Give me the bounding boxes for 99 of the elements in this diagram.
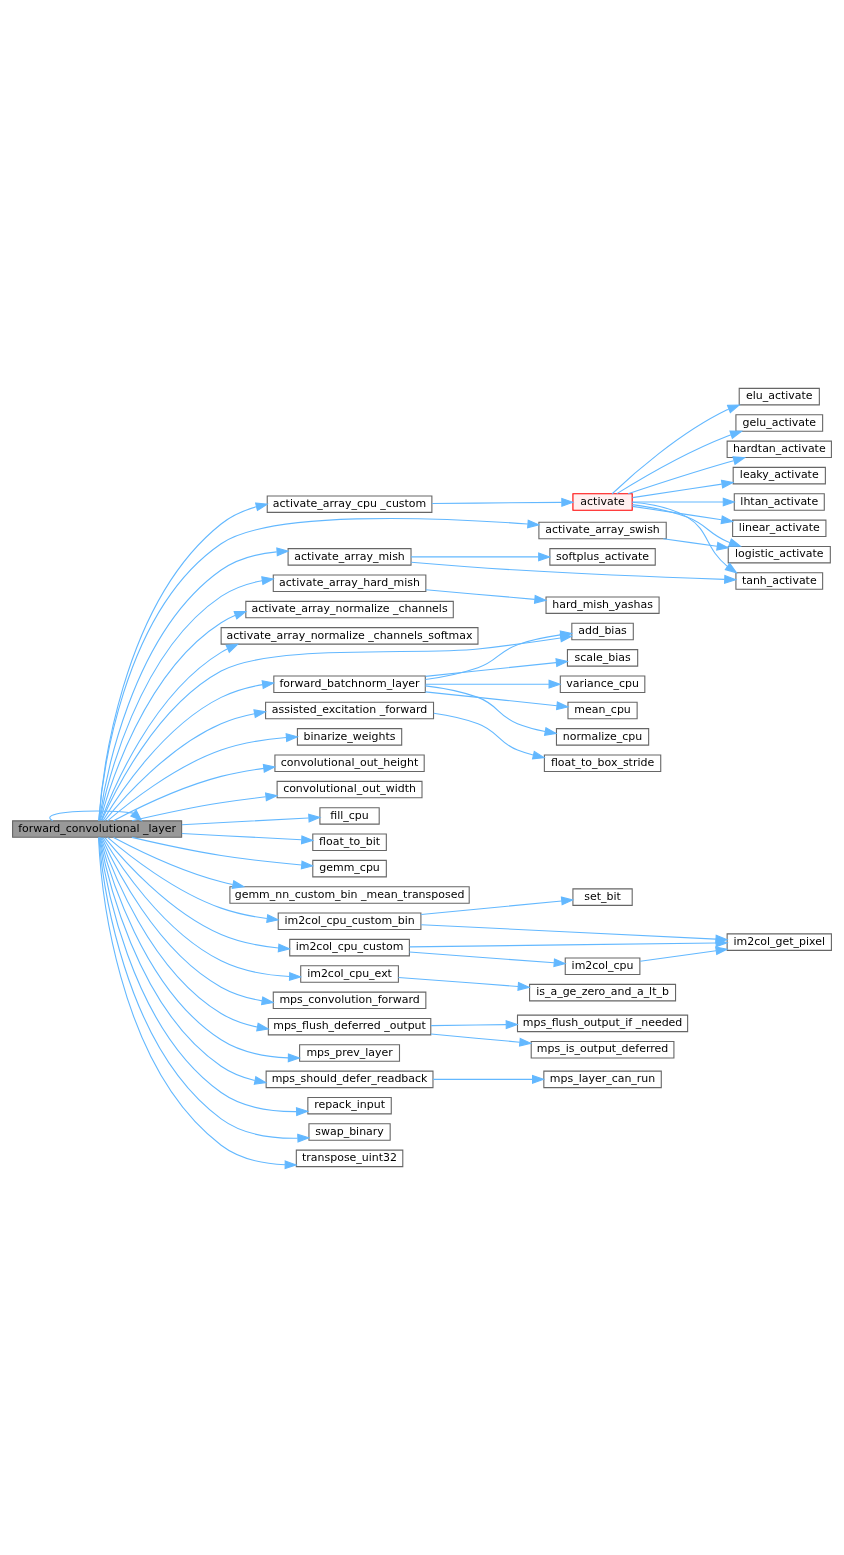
arrow — [662, 538, 730, 551]
node-box: scale_bias — [566, 649, 639, 667]
arrow — [99, 836, 268, 1085]
arrow — [433, 712, 546, 760]
arrow — [631, 504, 742, 547]
node-box: gelu_activate — [735, 414, 824, 432]
arrow — [49, 809, 143, 822]
arrow — [631, 501, 738, 574]
node-box: mps_flush_output_if _needed — [516, 1014, 689, 1033]
arrow — [181, 832, 315, 845]
node-box: forward_batchnorm_layer — [273, 675, 426, 693]
node-box: elu_activate — [738, 387, 820, 406]
node-box: hardtan_activate — [726, 440, 832, 459]
node-box: linear_activate — [732, 519, 827, 538]
arrow — [131, 792, 279, 822]
node-box: activate_array_hard_mish — [272, 574, 427, 592]
node-box: activate_array_mish — [287, 548, 412, 566]
arrow — [113, 836, 246, 889]
arrow — [181, 813, 322, 826]
arrow — [627, 456, 747, 495]
arrow — [98, 547, 290, 822]
node-box: gemm_cpu — [312, 859, 387, 878]
node-box: repack_input — [307, 1096, 392, 1115]
arrow — [99, 836, 302, 1063]
node-box: set_bit — [572, 888, 633, 906]
arrow — [430, 1020, 519, 1030]
node-box: normalize_cpu — [555, 728, 650, 746]
node-box: mps_layer_can_run — [543, 1070, 662, 1089]
node-box: im2col_cpu_custom_bin — [277, 912, 422, 931]
arrow — [397, 977, 531, 991]
arrow — [409, 938, 729, 948]
node-box: swap_binary — [308, 1123, 391, 1141]
arrow — [408, 951, 567, 968]
arrow — [410, 552, 552, 562]
arrow — [616, 430, 744, 495]
node-box: assisted_excitation _forward — [265, 701, 435, 720]
node-box: forward_convolutional _layer — [12, 820, 183, 838]
node-box: mps_prev_layer — [299, 1044, 401, 1062]
arrow — [99, 576, 275, 821]
arrow — [100, 643, 240, 822]
arrow — [113, 763, 277, 822]
node-box: tanh_activate — [735, 572, 824, 590]
node-box: mps_flush_deferred _output — [267, 1017, 432, 1036]
arrow — [420, 896, 575, 916]
arrow — [107, 732, 300, 822]
node-box: softplus_activate — [549, 548, 656, 566]
node-box: convolutional_out_height — [274, 754, 425, 772]
node-box: activate_array_normalize _channels — [245, 600, 454, 619]
arrow — [424, 691, 570, 711]
arrow — [431, 497, 575, 507]
arrow — [99, 611, 248, 822]
node-box: mean_cpu — [567, 701, 638, 720]
node-box: mps_convolution_forward — [272, 991, 427, 1010]
arrow — [430, 1033, 533, 1047]
arrow — [639, 946, 729, 962]
arrow — [107, 836, 280, 924]
node-box: mps_should_defer_readback — [265, 1070, 434, 1089]
arrow — [425, 658, 569, 677]
node-box: activate_array_cpu _custom — [266, 495, 433, 513]
node-box: variance_cpu — [559, 675, 646, 693]
node-box: im2col_cpu_custom — [289, 938, 410, 957]
node-box: activate — [572, 493, 633, 511]
node-box: convolutional_out_width — [276, 780, 423, 799]
arrow — [611, 404, 741, 495]
node-box: add_bias — [571, 622, 634, 641]
arrow — [631, 479, 735, 499]
node-box: mps_is_output_deferred — [530, 1040, 675, 1059]
node-box: im2col_get_pixel — [726, 933, 832, 951]
node-box: leaky_activate — [732, 466, 826, 485]
node-box: activate_array_normalize _channels_softmax — [220, 627, 479, 645]
arrow — [104, 837, 292, 953]
arrow — [102, 680, 276, 822]
arrow — [131, 836, 315, 870]
node-box: transpose_uint32 — [295, 1149, 404, 1168]
node-box: im2col_cpu_ext — [300, 965, 399, 983]
node-box: binarize_weights — [296, 728, 403, 746]
node-box: lhtan_activate — [733, 493, 825, 511]
node-box: im2col_cpu — [564, 957, 641, 976]
node-box: float_to_box_stride — [543, 754, 662, 772]
arrow — [100, 837, 270, 1032]
arrow — [425, 589, 548, 604]
arrow — [631, 497, 736, 507]
node-box: activate_array_swish — [538, 521, 667, 540]
node-box: logistic_activate — [727, 545, 831, 564]
arrow — [631, 505, 735, 525]
arrow — [410, 561, 738, 584]
arrow — [104, 709, 268, 822]
node-box: fill_cpu — [319, 807, 380, 825]
node-box: gemm_nn_custom_bin _mean_transposed — [229, 886, 470, 904]
arrow — [102, 836, 303, 982]
arrow — [424, 685, 558, 736]
node-box: hard_mish_yashas — [545, 596, 660, 614]
node-box: float_to_bit — [312, 833, 387, 852]
arrow — [98, 517, 541, 822]
arrow — [98, 502, 269, 822]
arrow — [432, 1074, 546, 1084]
arrow — [425, 679, 562, 689]
arrow — [101, 837, 275, 1006]
node-box: is_a_ge_zero_and_a_lt_b — [529, 983, 677, 1002]
